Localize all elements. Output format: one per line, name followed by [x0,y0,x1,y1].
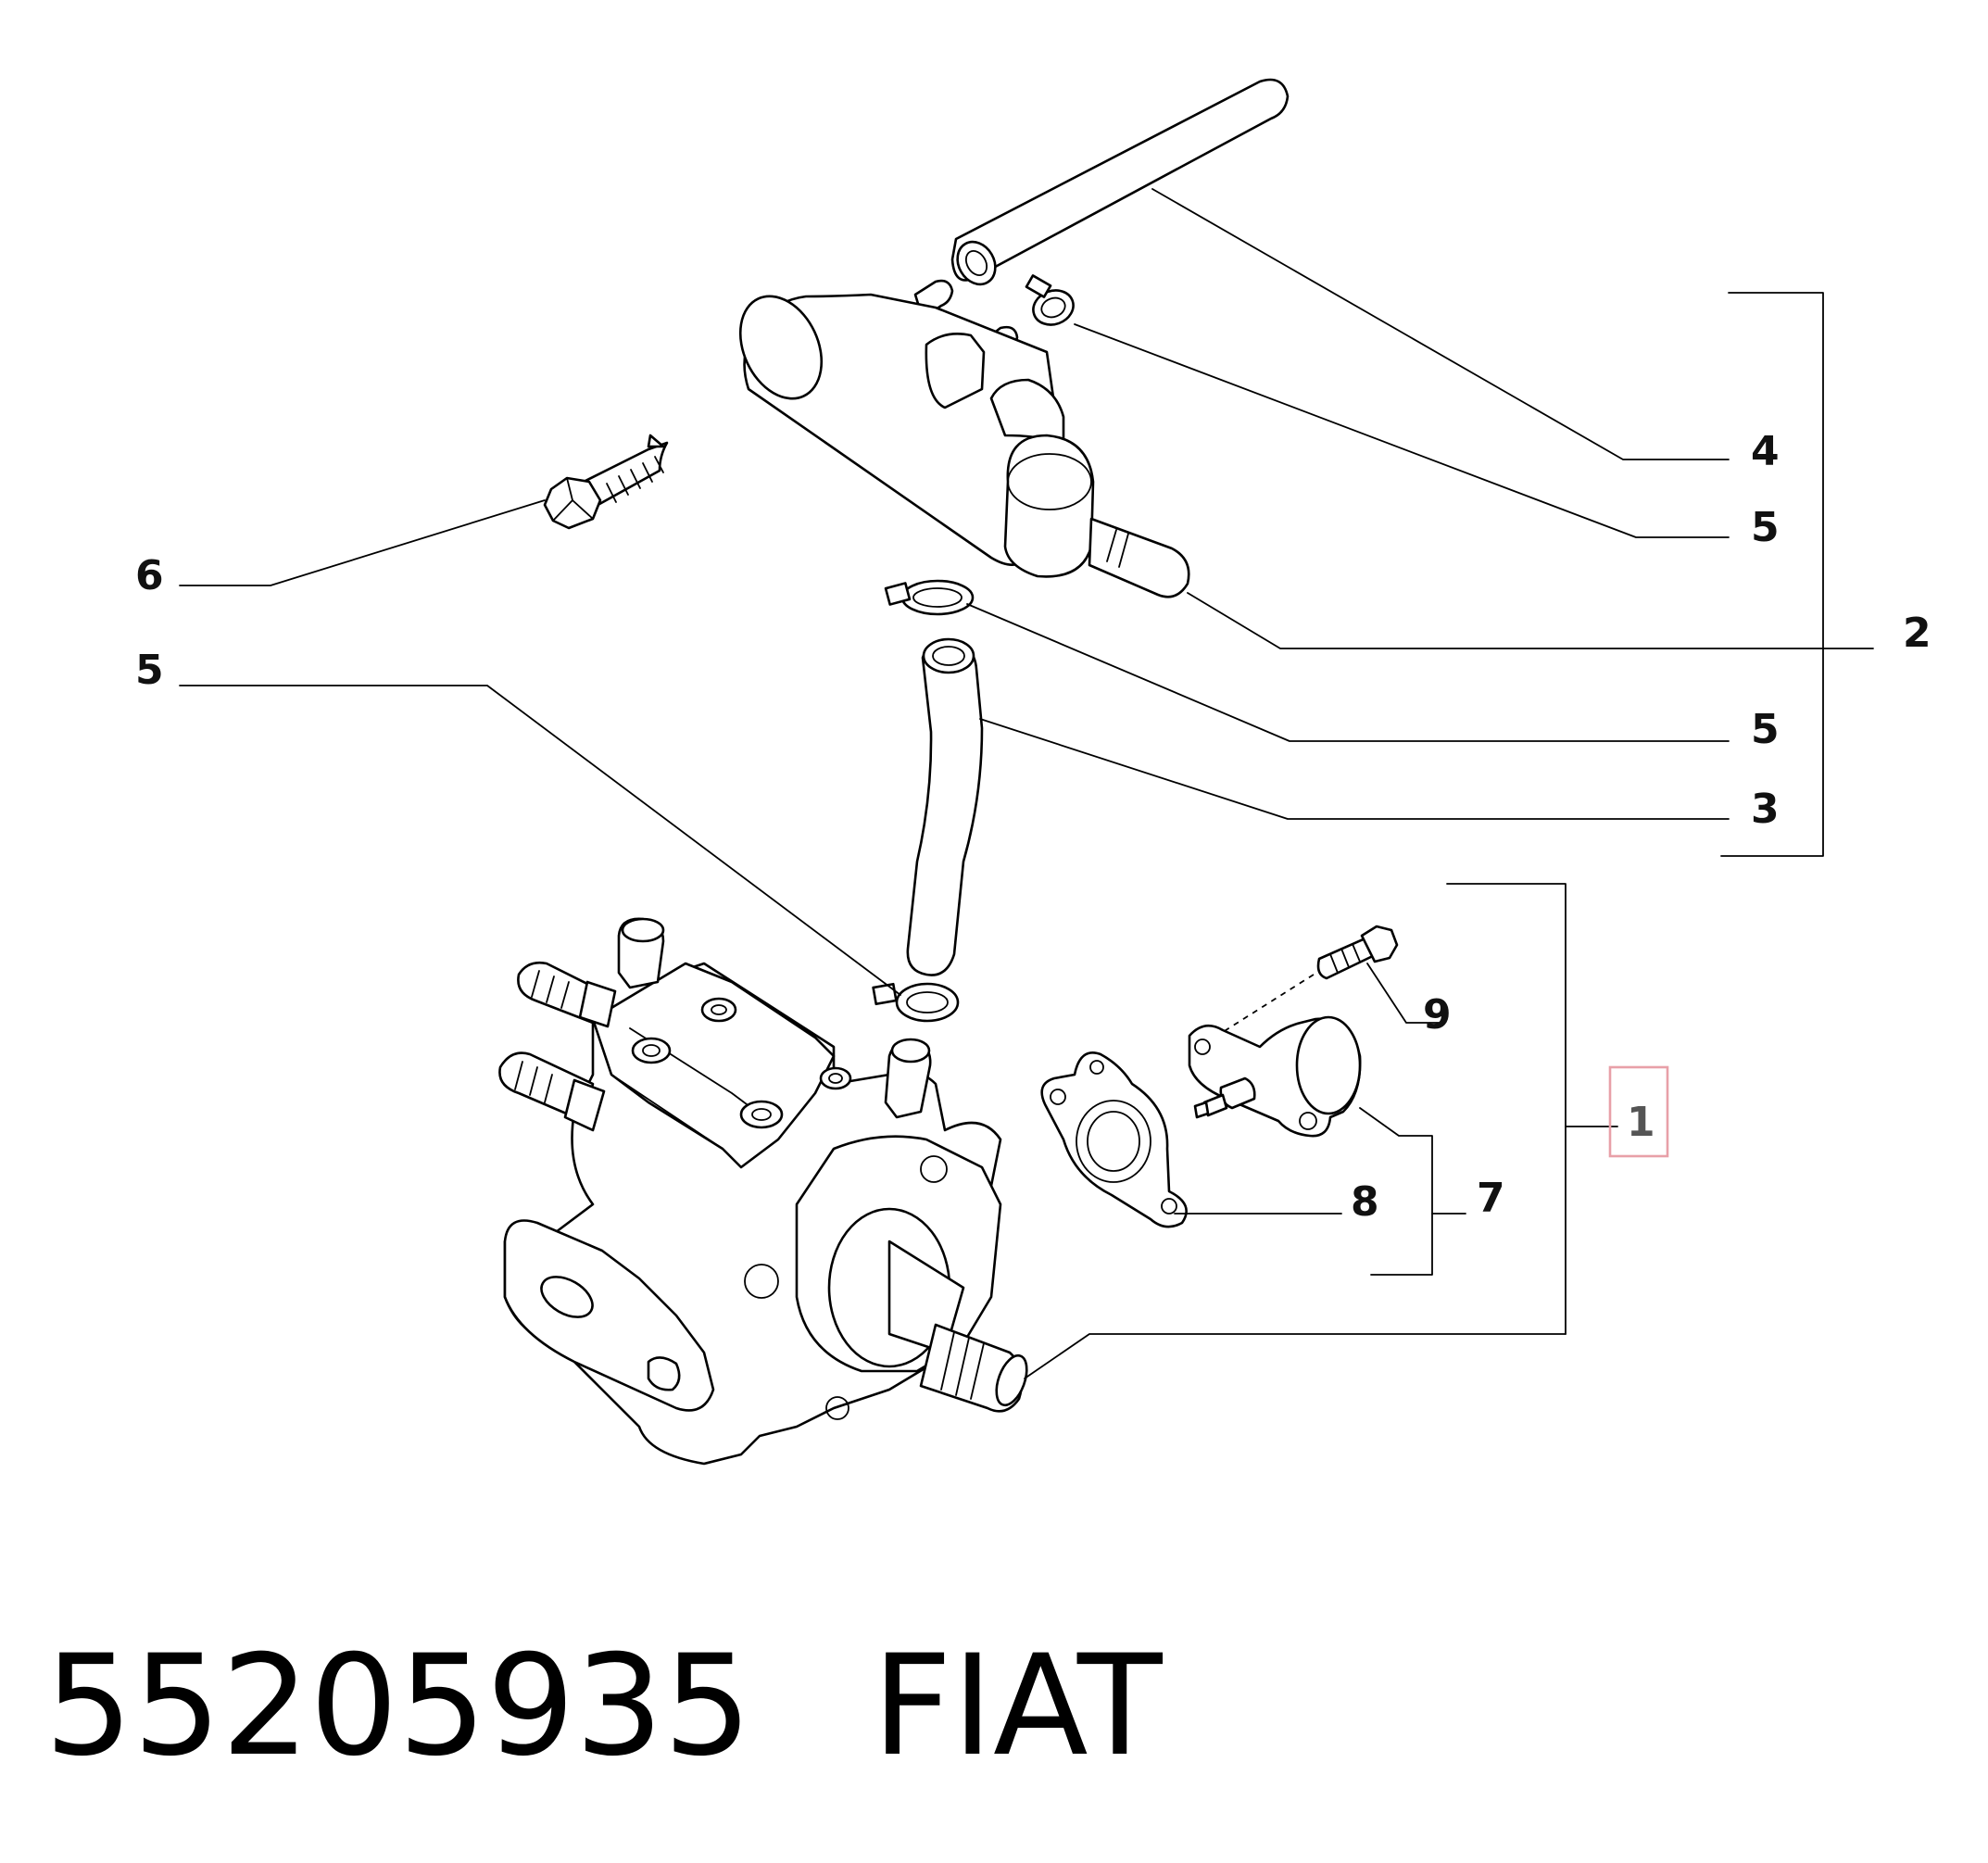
pump-part1 [498,917,1028,1466]
callout-4: 4 [1751,428,1780,475]
callout-6: 6 [135,552,164,599]
hose-straight [950,78,1290,286]
callout-5-upper: 5 [1751,504,1780,551]
bracket-2 [1720,292,1824,857]
part-number: 55205935 [44,1626,752,1787]
leader-lines [179,188,1874,1379]
gasket-part8 [1040,1051,1188,1228]
callout-2: 2 [1903,610,1931,657]
bolt-part9 [1222,925,1399,1033]
clamp-lower [872,982,960,1023]
hose-curved [906,637,984,976]
callout-7: 7 [1477,1175,1505,1222]
filter-manifold [738,279,1190,598]
brand-name: FIAT [872,1626,1163,1787]
footer-caption: 55205935 FIAT [44,1626,1163,1787]
clamp-middle [884,579,975,616]
callout-9: 9 [1423,991,1452,1038]
clamp-upper [1025,274,1075,326]
callout-1: 1 [1627,1099,1655,1146]
bolt-part6 [543,434,669,530]
callout-1-highlight [1608,1065,1669,1158]
bracket-1 [1446,883,1618,1335]
callout-5-middle: 5 [1751,706,1780,753]
callout-5-left: 5 [135,647,164,694]
regulator-part7 [1188,1015,1362,1138]
callout-3: 3 [1751,786,1780,833]
callout-8: 8 [1351,1178,1379,1226]
